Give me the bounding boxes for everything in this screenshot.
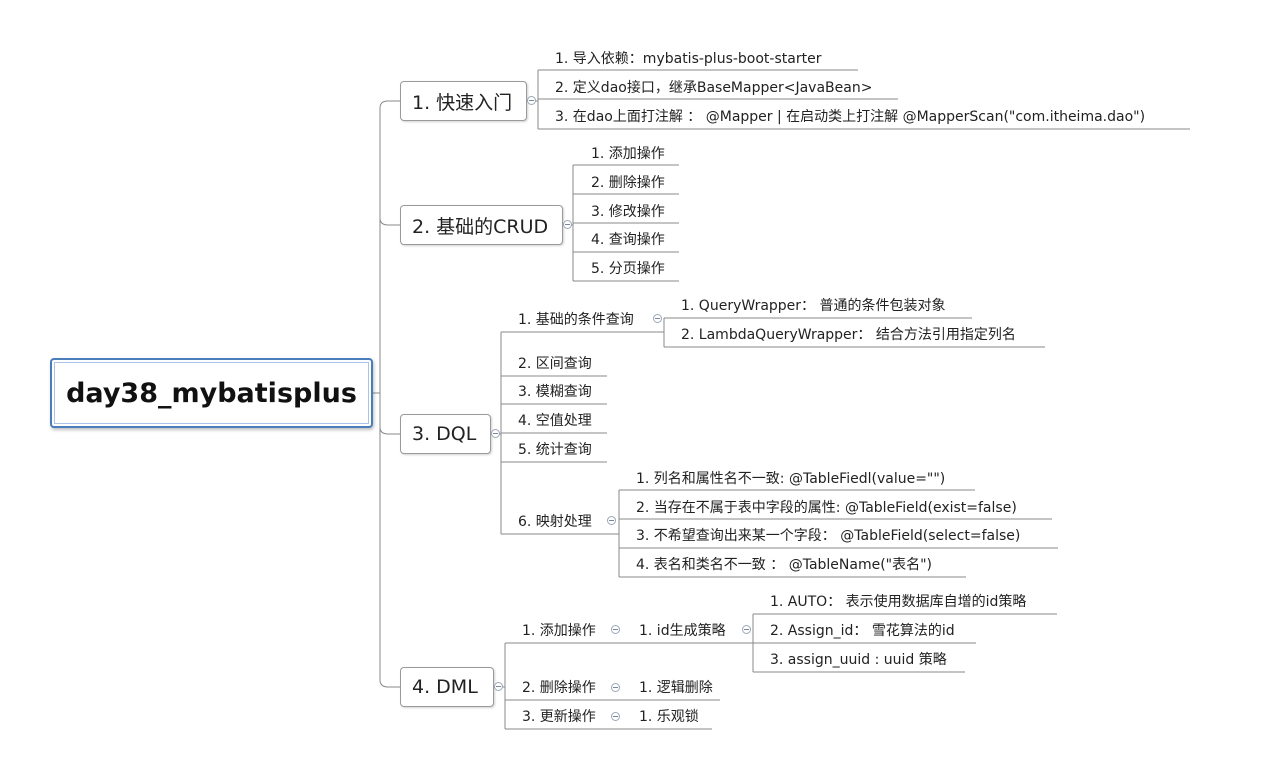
crud-item-delete[interactable]: 2. 删除操作 (591, 175, 665, 191)
dql-mapping-item-1[interactable]: 1. 列名和属性名不一致: @TableFiedl(value="") (636, 471, 946, 487)
dql-condition-query[interactable]: 1. 基础的条件查询 (518, 312, 634, 328)
crud-item-paging[interactable]: 5. 分页操作 (591, 261, 665, 277)
quickstart-item-2[interactable]: 2. 定义dao接口，继承BaseMapper<JavaBean> (555, 80, 873, 96)
crud-item-update[interactable]: 3. 修改操作 (591, 204, 665, 220)
crud-item-add[interactable]: 1. 添加操作 (591, 146, 665, 162)
dql-null-handling[interactable]: 4. 空值处理 (518, 413, 592, 429)
collapse-toggle-dml-add[interactable] (611, 625, 620, 634)
topic-quickstart[interactable]: 1. 快速入门 (400, 81, 527, 121)
topic-dql[interactable]: 3. DQL (400, 414, 491, 454)
dml-add[interactable]: 1. 添加操作 (522, 623, 596, 639)
collapse-toggle-dml-delete[interactable] (611, 683, 620, 692)
collapse-toggle-dml[interactable] (494, 682, 503, 691)
dml-id-strategy-item-1[interactable]: 1. AUTO： 表示使用数据库自增的id策略 (770, 594, 1027, 610)
root-topic[interactable]: day38_mybatisplus (50, 358, 373, 428)
dql-range-query[interactable]: 2. 区间查询 (518, 356, 592, 372)
quickstart-item-3[interactable]: 3. 在dao上面打注解 ： @Mapper | 在启动类上打注解 @Mappe… (555, 109, 1146, 125)
collapse-toggle-dql-condition[interactable] (653, 314, 662, 323)
crud-item-query[interactable]: 4. 查询操作 (591, 232, 665, 248)
collapse-toggle-quickstart[interactable] (527, 96, 536, 105)
dml-id-strategy-item-3[interactable]: 3. assign_uuid : uuid 策略 (770, 652, 947, 668)
dql-fuzzy-query[interactable]: 3. 模糊查询 (518, 384, 592, 400)
dml-update[interactable]: 3. 更新操作 (522, 709, 596, 725)
dml-optimistic-lock[interactable]: 1. 乐观锁 (639, 709, 699, 725)
dml-id-strategy-item-2[interactable]: 2. Assign_id： 雪花算法的id (770, 623, 955, 639)
dql-stats-query[interactable]: 5. 统计查询 (518, 442, 592, 458)
dql-mapping-item-4[interactable]: 4. 表名和类名不一致 ： @TableName("表名") (636, 557, 933, 573)
topic-dml[interactable]: 4. DML (400, 667, 494, 707)
dml-delete[interactable]: 2. 删除操作 (522, 680, 596, 696)
quickstart-item-1[interactable]: 1. 导入依赖：mybatis-plus-boot-starter (555, 51, 822, 67)
dml-id-strategy[interactable]: 1. id生成策略 (639, 623, 726, 639)
topic-crud[interactable]: 2. 基础的CRUD (400, 205, 563, 245)
dql-mapping-item-2[interactable]: 2. 当存在不属于表中字段的属性: @TableField(exist=fals… (636, 500, 1017, 516)
collapse-toggle-dml-update[interactable] (611, 712, 620, 721)
dql-mapping[interactable]: 6. 映射处理 (518, 514, 592, 530)
collapse-toggle-dql[interactable] (491, 429, 500, 438)
dql-mapping-item-3[interactable]: 3. 不希望查询出来某一个字段： @TableField(select=fals… (636, 528, 1021, 544)
collapse-toggle-dml-idstrategy[interactable] (742, 625, 751, 634)
dql-condition-item-2[interactable]: 2. LambdaQueryWrapper： 结合方法引用指定列名 (681, 327, 1016, 343)
collapse-toggle-dql-mapping[interactable] (607, 516, 616, 525)
dml-logical-delete[interactable]: 1. 逻辑删除 (639, 680, 713, 696)
dql-condition-item-1[interactable]: 1. QueryWrapper： 普通的条件包装对象 (681, 298, 946, 314)
collapse-toggle-crud[interactable] (563, 220, 572, 229)
